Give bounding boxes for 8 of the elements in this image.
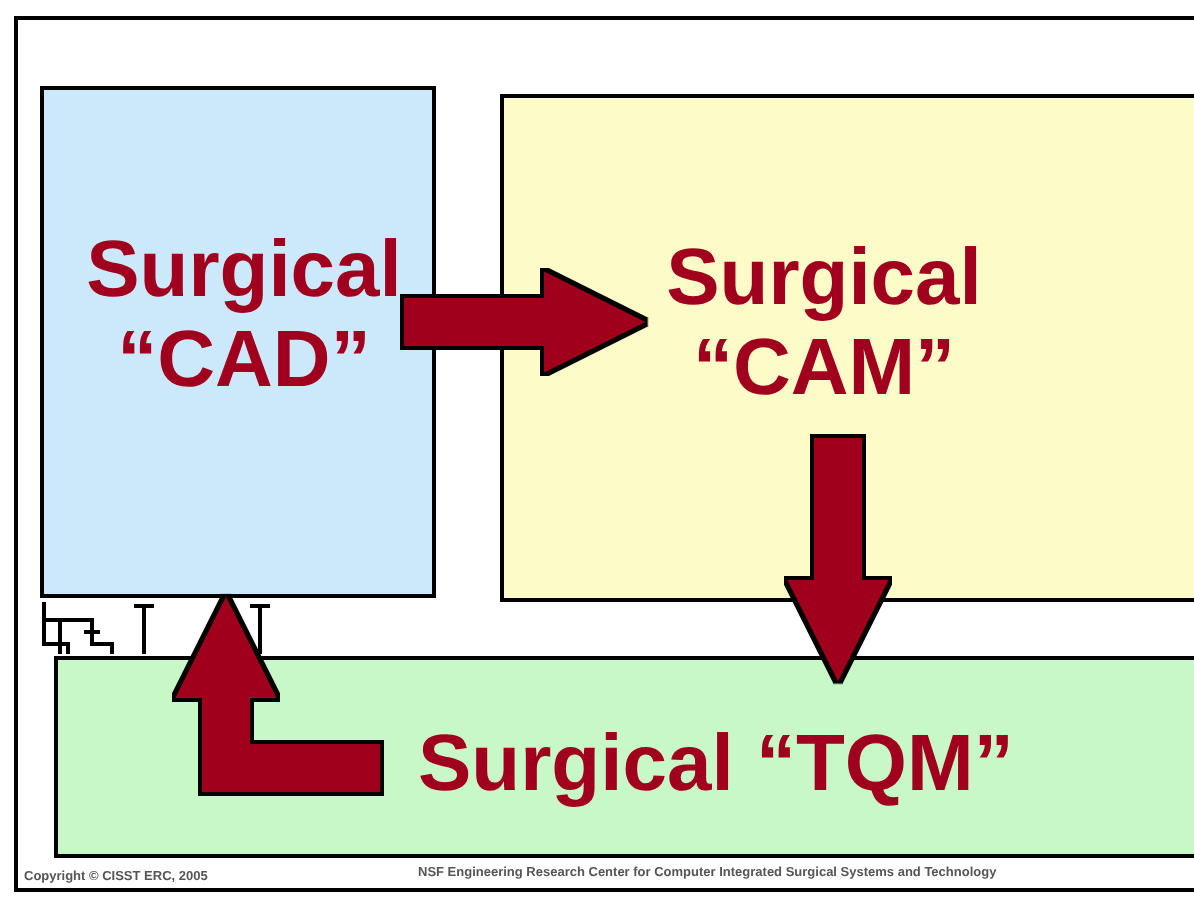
block-arrow (787, 438, 889, 681)
process-box (40, 86, 436, 598)
box-title: Surgical “TQM” (418, 720, 1016, 810)
box-title: Surgical “CAD” (84, 226, 404, 406)
process-box (54, 656, 1194, 858)
block-arrow (175, 597, 380, 792)
box-title: Surgical “CAM” (664, 234, 984, 414)
process-box (500, 94, 1194, 602)
